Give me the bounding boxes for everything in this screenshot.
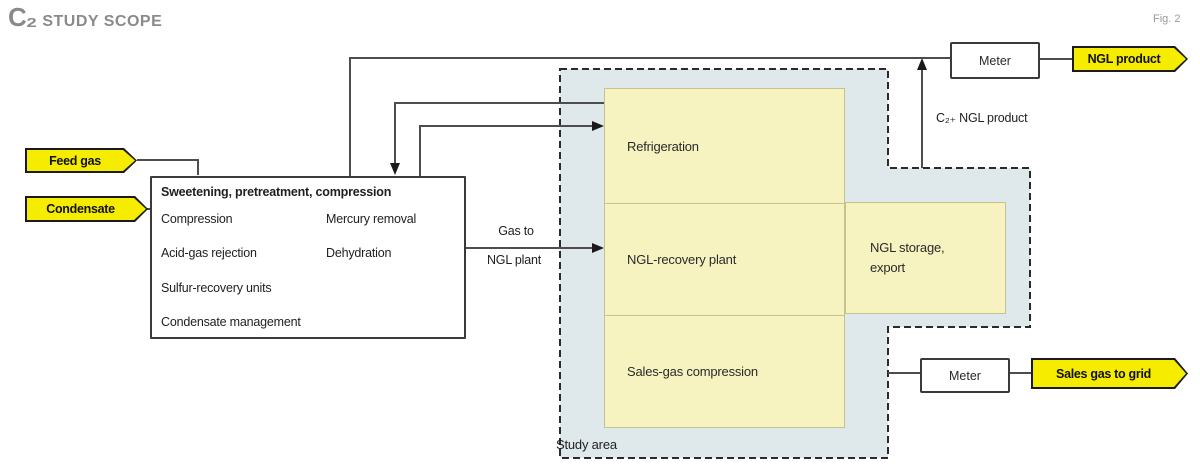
figure-title-text: STUDY SCOPE — [42, 13, 163, 30]
sales-gas-to-grid-label: Sales gas to grid — [1056, 366, 1151, 381]
tag-arrow-fill — [27, 198, 146, 220]
ngl-product-meter: Meter — [950, 42, 1040, 79]
figure-title: C₂ STUDY SCOPE — [8, 2, 162, 33]
flow-lines — [137, 57, 1072, 374]
condensate-tag: Condensate — [25, 196, 148, 222]
ngl-storage-export-label: NGL storage, export — [870, 239, 945, 275]
tag-arrow-fill — [1074, 48, 1186, 70]
sales-gas-meter: Meter — [920, 358, 1010, 393]
figure-title-c2: C₂ — [8, 2, 37, 32]
meter-label: Meter — [979, 53, 1011, 68]
pretreatment-item: Mercury removal — [326, 212, 417, 226]
pretreatment-item: Dehydration — [326, 246, 392, 260]
refrigeration-box: Refrigeration — [604, 88, 845, 204]
pretreatment-item: Compression — [161, 212, 233, 226]
arrow-down-into-pretreatment — [390, 163, 400, 175]
figure-number: Fig. 2 — [1153, 13, 1181, 25]
pretreatment-to-refrigeration-line — [419, 125, 593, 176]
ngl-recovery-plant-box: NGL-recovery plant — [604, 203, 845, 316]
gas-to-label: Gas to — [498, 224, 534, 238]
tag-arrow-fill — [1033, 360, 1186, 387]
ngl-product-tag: NGL product — [1072, 46, 1188, 72]
arrow-up-to-ngl-meter-line — [917, 58, 927, 70]
refrigeration-return-line — [394, 102, 604, 164]
pretreatment-title: Sweetening, pretreatment, compression — [161, 185, 392, 199]
pretreatment-box: Sweetening, pretreatment, compression Co… — [150, 176, 466, 339]
tag-arrow-fill — [27, 150, 135, 171]
feed-gas-line — [137, 159, 199, 175]
ngl-plant-label: NGL plant — [486, 253, 542, 267]
arrow-into-ngl-recovery — [592, 243, 604, 253]
sales-gas-compression-label: Sales-gas compression — [627, 364, 758, 379]
pretreatment-item: Sulfur-recovery units — [161, 281, 272, 295]
ngl-product-label: NGL product — [1087, 52, 1161, 66]
arrowheads — [390, 58, 927, 253]
ngl-recovery-plant-label: NGL-recovery plant — [627, 252, 737, 267]
ngl-storage-export-box: NGL storage, export — [845, 202, 1006, 314]
feed-gas-label: Feed gas — [49, 153, 101, 168]
study-area-label: Study area — [556, 437, 617, 452]
feed-gas-tag: Feed gas — [25, 148, 137, 173]
arrow-into-refrigeration — [592, 121, 604, 131]
sales-gas-compression-box: Sales-gas compression — [604, 315, 845, 428]
meter-label: Meter — [949, 368, 981, 383]
sales-gas-to-grid-tag: Sales gas to grid — [1031, 358, 1188, 389]
condensate-label: Condensate — [46, 202, 115, 216]
pretreatment-to-meter-line — [349, 57, 950, 176]
c2-ngl-product-label: C₂₊ NGL product — [936, 111, 1028, 125]
pretreatment-item: Acid-gas rejection — [161, 246, 257, 260]
refrigeration-label: Refrigeration — [627, 138, 699, 154]
pretreatment-item: Condensate management — [161, 315, 301, 329]
